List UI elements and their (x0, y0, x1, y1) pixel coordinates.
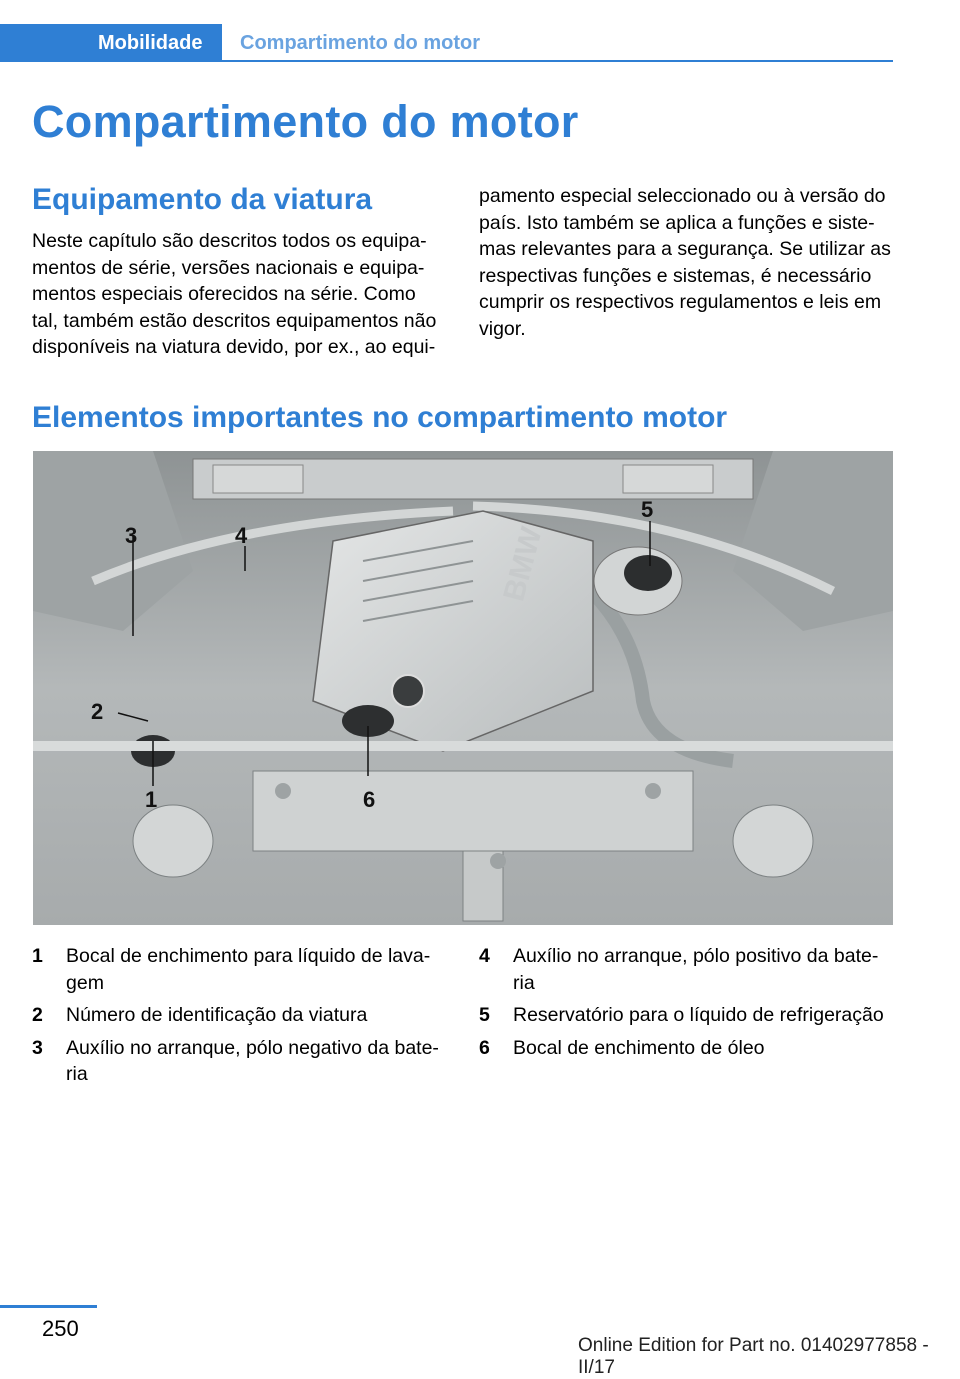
legend-number: 5 (479, 1004, 490, 1026)
legend-right-column: 4 Auxílio no arranque, pólo positivo da … (479, 943, 899, 1067)
legend-number: 4 (479, 945, 490, 967)
callout-3: 3 (125, 523, 137, 548)
callout-2: 2 (91, 699, 103, 724)
legend-text: Auxílio no arranque, pólo positivo da ba… (513, 945, 879, 994)
legend-item: 4 Auxílio no arranque, pólo positivo da … (479, 943, 899, 996)
intro-text-left: Neste capítulo são descritos todos os eq… (32, 230, 437, 358)
callout-4: 4 (235, 523, 248, 548)
page-title: Compartimento do motor (32, 96, 579, 147)
engine-bay-illustration: BMW 3 4 5 2 1 6 (33, 451, 893, 925)
footer-rule (0, 1305, 97, 1308)
callout-6: 6 (363, 787, 375, 812)
section-title-equipamento: Equipamento da viatura (32, 183, 373, 216)
section-title-elementos: Elementos importantes no compartimento m… (32, 401, 728, 434)
tab-compartimento-do-motor[interactable]: Compartimento do motor (240, 32, 480, 54)
legend-item: 5 Reservatório para o líquido de refrige… (479, 1002, 899, 1029)
legend-text: Número de identificação da viatura (66, 1004, 368, 1026)
legend-text: Bocal de enchimento de óleo (513, 1036, 765, 1059)
legend-number: 6 (479, 1036, 490, 1059)
legend-number: 2 (32, 1004, 43, 1026)
legend-left-column: 1 Bocal de enchimento para líquido de la… (32, 943, 452, 1094)
legend-item: 1 Bocal de enchimento para líquido de la… (32, 943, 452, 996)
page-number: 250 (42, 1316, 79, 1341)
edition-note: Online Edition for Part no. 01402977858 … (578, 1335, 929, 1378)
intro-text-right: pamento especial seleccionado ou à versã… (479, 185, 891, 340)
callout-5: 5 (641, 497, 653, 522)
legend-text: Auxílio no arranque, pólo negativo da ba… (66, 1036, 439, 1086)
legend-item: 2 Número de identificação da viatura (32, 1002, 452, 1029)
callout-1: 1 (145, 787, 157, 812)
legend-item: 6 Bocal de enchimento de óleo (479, 1035, 899, 1062)
tab-mobilidade[interactable]: Mobilidade (0, 24, 222, 62)
legend-text: Reservatório para o líquido de refrigera… (513, 1004, 884, 1026)
legend-number: 3 (32, 1036, 43, 1059)
legend-number: 1 (32, 945, 43, 967)
legend-text: Bocal de enchimento para líquido de lava… (66, 945, 431, 994)
header-rule (0, 60, 893, 62)
legend-item: 3 Auxílio no arranque, pólo negativo da … (32, 1035, 452, 1088)
